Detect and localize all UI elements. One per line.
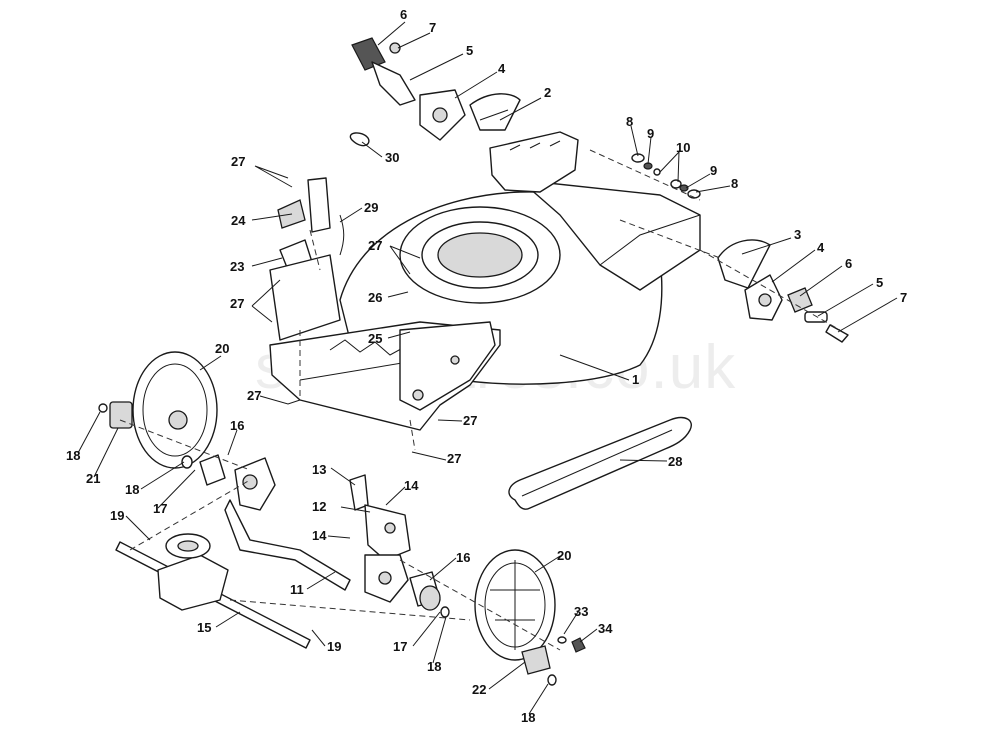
callout-16: 16 [230,418,244,433]
callout-9: 9 [647,126,654,141]
callout-17: 17 [153,501,167,516]
callout-26: 26 [368,290,382,305]
callout-24: 24 [231,213,246,228]
assembly-guide-lines [119,149,841,651]
callout-4: 4 [817,240,825,255]
callout-6: 6 [845,256,852,271]
callout-27: 27 [230,296,244,311]
callout-labels: 6 7 5 4 2 30 8 9 10 9 8 27 24 29 27 3 4 … [66,7,907,725]
pivot-bracket-assembly [349,474,411,603]
bracket-assembly-24 [277,177,345,271]
callout-11: 11 [290,582,304,597]
callout-8: 8 [626,114,633,129]
callout-7: 7 [429,20,436,35]
bracket-slots [509,140,561,151]
callout-27: 27 [368,238,382,253]
callout-3: 3 [794,227,801,242]
callout-25: 25 [368,331,382,346]
callout-23: 23 [230,259,244,274]
cable-clip [349,132,370,147]
callout-4: 4 [498,61,506,76]
washer-stack [631,153,701,199]
callout-1: 1 [632,372,639,387]
callout-17: 17 [393,639,407,654]
callout-15: 15 [197,620,211,635]
callout-7: 7 [900,290,907,305]
wheel-left-assembly [98,351,218,469]
left-side-plate [269,254,341,341]
leader-lines [77,21,898,715]
mower-deck [269,179,701,431]
callout-6: 6 [400,7,407,22]
callout-19: 19 [327,639,341,654]
callout-5: 5 [876,275,883,290]
top-bracket [489,131,579,193]
callout-20: 20 [215,341,229,356]
callout-8: 8 [731,176,738,191]
height-adjuster-left [351,37,521,141]
callout-21: 21 [86,471,100,486]
callout-18: 18 [427,659,441,674]
callout-9: 9 [710,163,717,178]
callout-13: 13 [312,462,326,477]
callout-27: 27 [231,154,245,169]
callout-5: 5 [466,43,473,58]
callout-16: 16 [456,550,470,565]
wheel-right-assembly [409,549,586,686]
callout-10: 10 [676,140,690,155]
height-adjuster-right [717,239,849,343]
callout-27: 27 [247,388,261,403]
callout-18: 18 [125,482,139,497]
callout-34: 34 [598,621,613,636]
callout-18: 18 [66,448,80,463]
callout-27: 27 [463,413,477,428]
callout-14: 14 [312,528,327,543]
callout-2: 2 [544,85,551,100]
gearbox-axle-assembly [115,454,351,649]
callout-33: 33 [574,604,588,619]
callout-28: 28 [668,454,682,469]
callout-20: 20 [557,548,571,563]
callout-18: 18 [521,710,535,725]
callout-27: 27 [447,451,461,466]
callout-30: 30 [385,150,399,165]
callout-22: 22 [472,682,486,697]
drive-belt [508,416,692,510]
callout-12: 12 [312,499,326,514]
callout-14: 14 [404,478,419,493]
callout-29: 29 [364,200,378,215]
callout-19: 19 [110,508,124,523]
